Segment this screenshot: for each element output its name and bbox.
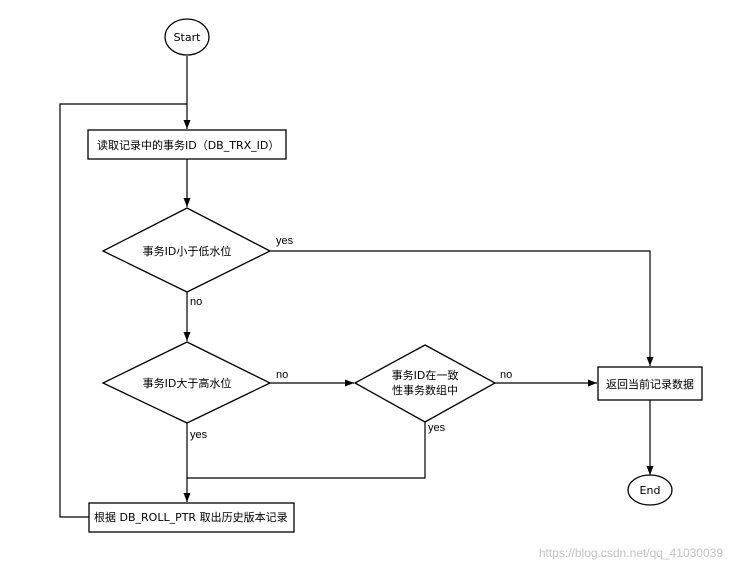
node-in-active-array: 事务ID在一致 性事务数组中 <box>353 344 497 423</box>
return-current-label: 返回当前记录数据 <box>606 377 694 391</box>
greater-than-high-label: 事务ID大于高水位 <box>143 376 232 390</box>
edge-label-array-no: no <box>500 369 512 381</box>
in-active-array-label-line1: 事务ID在一致 <box>392 368 459 382</box>
node-end: End <box>627 474 673 506</box>
connectors <box>59 56 654 518</box>
node-return-current: 返回当前记录数据 <box>597 366 703 401</box>
node-fetch-history: 根据 DB_ROLL_PTR 取出历史版本记录 <box>88 502 295 533</box>
edge-label-high-no: no <box>276 369 288 381</box>
edge-label-low-yes: yes <box>276 235 294 247</box>
edge-loop-back-to-read <box>59 103 187 518</box>
end-label: End <box>640 484 661 497</box>
node-start: Start <box>164 18 210 56</box>
edge-array-yes-merge <box>187 422 426 479</box>
edge-label-high-yes: yes <box>190 429 208 441</box>
in-active-array-label-line2: 性事务数组中 <box>392 383 458 397</box>
start-label: Start <box>174 31 202 44</box>
edge-labels: yes no no yes no yes <box>190 235 512 441</box>
node-less-than-low: 事务ID小于低水位 <box>101 207 272 293</box>
edge-label-array-yes: yes <box>428 422 446 434</box>
node-greater-than-high: 事务ID大于高水位 <box>101 341 272 424</box>
less-than-low-label: 事务ID小于低水位 <box>143 244 232 258</box>
read-trx-id-label: 读取记录中的事务ID（DB_TRX_ID） <box>97 138 279 152</box>
edge-low-yes-to-return <box>270 250 654 366</box>
edge-label-low-no: no <box>190 296 202 308</box>
node-read-trx-id: 读取记录中的事务ID（DB_TRX_ID） <box>87 129 287 160</box>
fetch-history-label: 根据 DB_ROLL_PTR 取出历史版本记录 <box>94 510 288 524</box>
watermark-text: https://blog.csdn.net/qq_41030039 <box>539 546 723 560</box>
